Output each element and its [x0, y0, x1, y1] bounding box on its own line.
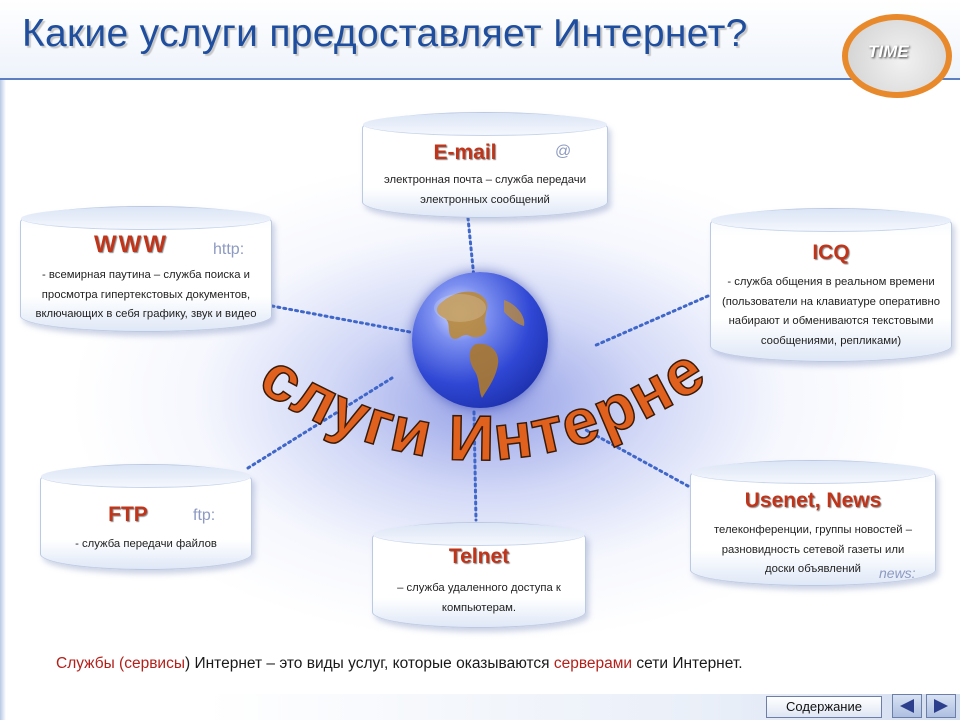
footer-part: сервисы — [124, 655, 185, 672]
service-description: - всемирная паутина – служба поиска и пр… — [25, 266, 267, 325]
description-line: - всемирная паутина – служба поиска и — [42, 269, 250, 281]
footer-part: сети Интернет. — [632, 655, 743, 672]
globe-icon — [412, 272, 548, 408]
logo-text: TIME — [868, 42, 909, 61]
service-name: Telnet — [448, 545, 510, 568]
caption-text: Услуги Интернет — [0, 0, 717, 474]
description-line: телеконференции, группы новостей – — [714, 524, 912, 536]
description-line: электронных сообщений — [420, 193, 550, 206]
connector-telnet — [472, 410, 478, 522]
connector-www — [270, 304, 412, 334]
service-card-email: E-mail @ электронная почта – служба пере… — [362, 112, 608, 218]
description-line: компьютерам. — [441, 601, 517, 614]
footer-part: серверами — [553, 655, 633, 672]
service-name: ICQ — [812, 241, 850, 264]
service-card-www: WWW http: - всемирная паутина – служба п… — [20, 206, 272, 332]
service-description: электронная почта – служба передачи элек… — [367, 171, 603, 210]
service-description: – служба удаленного доступа к компьютера… — [377, 579, 581, 618]
caption-text-path: Услуги Интернет — [0, 0, 716, 475]
description-line: - служба передачи файлов — [75, 538, 217, 550]
contents-button[interactable]: Содержание — [766, 696, 882, 718]
service-name: E-mail — [433, 141, 497, 164]
description-line: электронная почта – служба передачи — [383, 174, 586, 186]
service-note: news: — [879, 565, 916, 581]
description-line: (пользователи на клавиатуре оперативно — [721, 295, 941, 308]
description-line: – служба удаленного доступа к — [397, 582, 561, 594]
connector-icq — [592, 294, 710, 348]
next-button[interactable] — [926, 694, 956, 718]
title-bar: Какие услуги предоставляет Интернет? — [0, 0, 960, 80]
service-note: http: — [213, 241, 245, 258]
description-line: просмотра гипертекстовых документов, — [41, 288, 251, 301]
service-card-ftp: FTP ftp: - служба передачи файлов — [40, 464, 252, 570]
card-top — [21, 207, 271, 230]
service-card-usenet: Usenet, News телеконференции, группы нов… — [690, 460, 936, 586]
service-name: WWW — [94, 231, 168, 258]
card-top — [41, 465, 251, 488]
description-line: разновидность сетевой газеты или — [721, 543, 905, 556]
card-top — [691, 461, 935, 484]
footer-part: ) Интернет – это виды услуг, которые ока… — [184, 655, 554, 672]
card-top — [711, 209, 951, 232]
description-line: - служба общения в реальном времени — [727, 276, 935, 288]
connector-email — [466, 216, 476, 280]
triangle-right-icon — [934, 699, 948, 713]
service-description: - служба передачи файлов — [45, 535, 247, 555]
service-description: телеконференции, группы новостей – разно… — [695, 521, 931, 580]
service-note: @ — [555, 143, 572, 160]
connector-usenet — [584, 428, 690, 488]
slide-title: Какие услуги предоставляет Интернет? — [22, 12, 748, 55]
service-name: Usenet, News — [744, 489, 882, 512]
globe-continents — [434, 291, 525, 398]
description-line: включающих в себя графику, звук и видео — [35, 308, 257, 320]
footer-definition: Службы (сервисы) Интернет – это виды усл… — [56, 655, 743, 673]
service-note: ftp: — [193, 507, 216, 524]
footer-part: Службы ( — [56, 655, 125, 672]
service-card-icq: ICQ - служба общения в реальном времени … — [710, 208, 952, 362]
card-top — [373, 523, 585, 546]
description-line: доски объявлений — [765, 563, 861, 575]
service-name: FTP — [108, 503, 148, 526]
card-top — [363, 113, 607, 136]
description-line: сообщениями, репликами) — [760, 334, 902, 347]
previous-button[interactable] — [892, 694, 922, 718]
time-logo: TIME — [838, 6, 956, 102]
triangle-left-icon — [900, 699, 914, 713]
left-strip — [0, 80, 6, 720]
logo-ring — [842, 14, 952, 98]
service-card-telnet: Telnet – служба удаленного доступа к ком… — [372, 522, 586, 628]
service-description: - служба общения в реальном времени (пол… — [715, 273, 947, 351]
description-line: набирают и обмениваются текстовыми — [728, 315, 934, 327]
connector-ftp — [246, 376, 394, 470]
